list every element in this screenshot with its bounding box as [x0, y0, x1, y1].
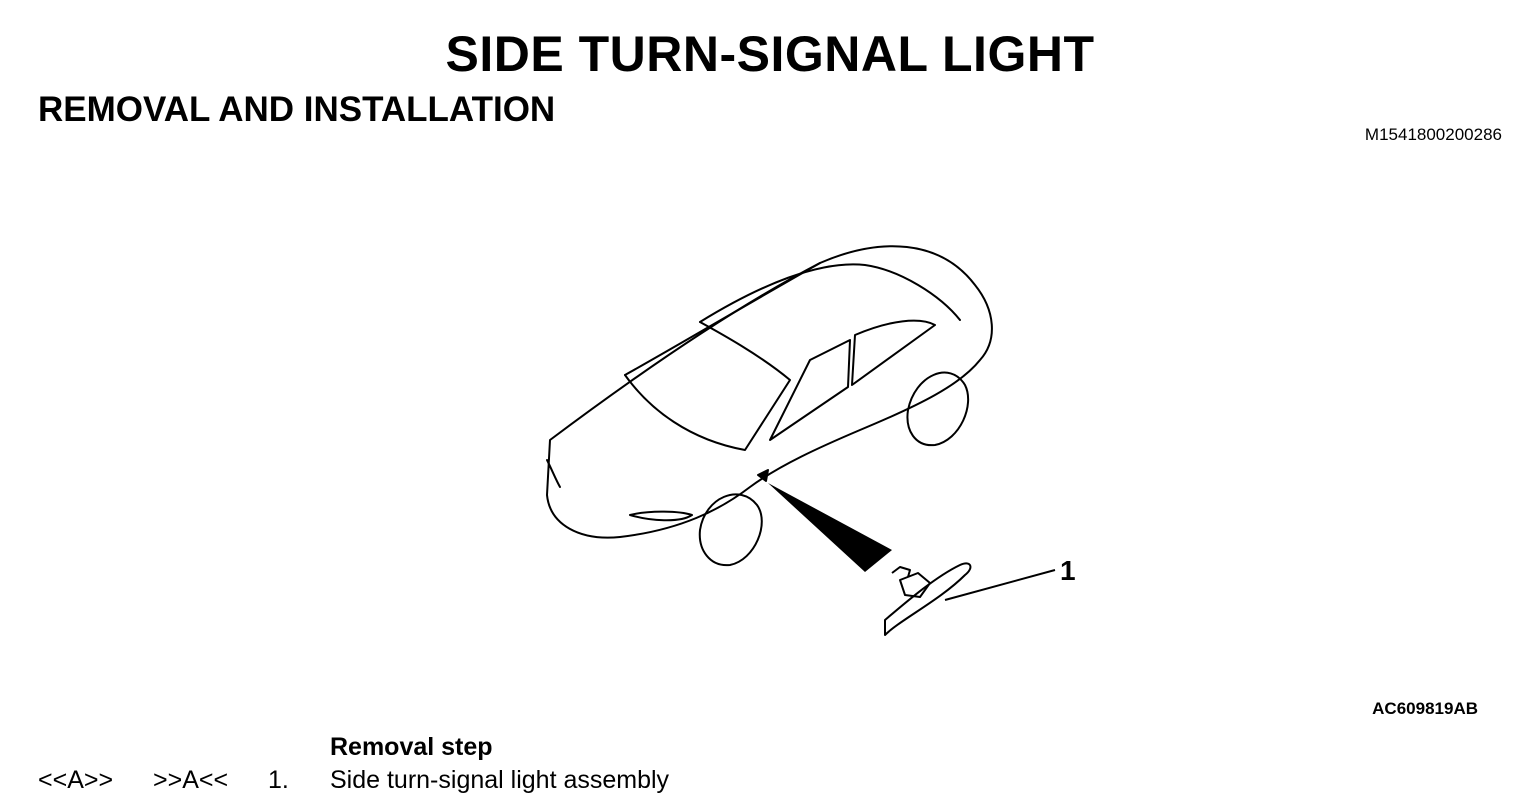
document-code: M1541800200286	[1364, 125, 1502, 144]
step-number: 1.	[268, 766, 289, 794]
light-assembly-lens	[884, 562, 972, 636]
front-grille	[546, 459, 561, 488]
windshield	[624, 321, 791, 451]
step-label: Side turn-signal light assembly	[330, 766, 670, 794]
light-assembly-socket	[891, 566, 911, 578]
pointer-wedge	[768, 483, 892, 572]
step-row: <<A>> >>A<< 1. Side turn-signal light as…	[0, 764, 1536, 798]
callout-leader	[944, 569, 1056, 601]
car-illustration: 1	[546, 245, 1076, 636]
installation-reference: >>A<<	[153, 766, 229, 794]
callout-number: 1	[1060, 555, 1076, 586]
side-window-front	[769, 339, 851, 441]
step-heading: Removal step	[330, 733, 493, 761]
roof-top	[699, 263, 961, 323]
car-roof-line	[624, 262, 821, 376]
side-window-rear	[851, 319, 936, 386]
removal-reference: <<A>>	[38, 766, 114, 794]
rear-wheel	[906, 371, 970, 447]
light-assembly-housing	[899, 572, 931, 598]
side-marker-on-car	[757, 469, 769, 482]
front-wheel	[698, 493, 763, 567]
section-subtitle: REMOVAL AND INSTALLATION	[38, 90, 556, 129]
headlight	[629, 510, 693, 522]
figure-code: AC609819AB	[1372, 699, 1478, 718]
page-title: SIDE TURN-SIGNAL LIGHT	[445, 26, 1095, 82]
